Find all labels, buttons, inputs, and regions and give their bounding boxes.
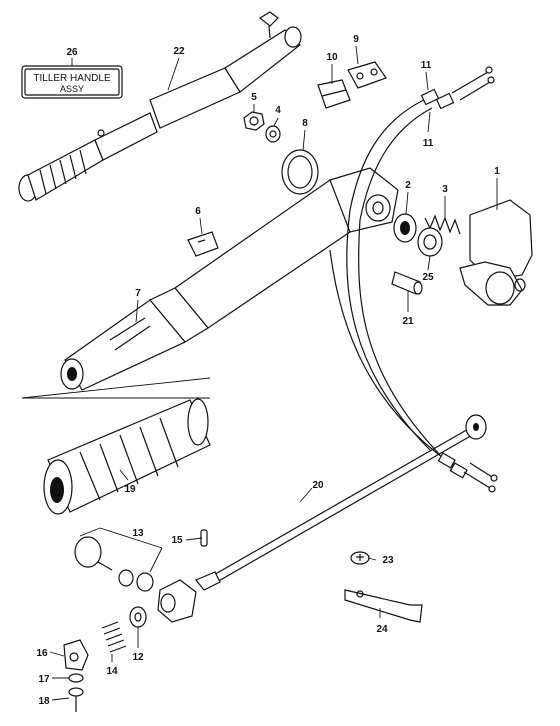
knurled-grip-end (18, 139, 104, 202)
label-11-bottom: 11 (423, 138, 434, 149)
part-number-labels: 26 22 5 4 8 10 9 11 11 1 2 3 6 7 25 21 1… (36, 34, 500, 707)
part-9-pad (347, 61, 387, 89)
tiller-arm-body (60, 167, 399, 391)
label-8: 8 (302, 118, 308, 129)
part-5-nut (243, 111, 265, 131)
part-21-pin (391, 271, 423, 295)
part-24-bracket (344, 589, 423, 623)
label-26: 26 (66, 47, 78, 58)
leader-lines (49, 45, 498, 701)
tag-title-line2: ASSY (60, 84, 84, 94)
label-7: 7 (135, 288, 141, 299)
part-14-spring (101, 621, 127, 653)
part-25-washer (417, 227, 443, 257)
part-4-washer (265, 125, 281, 143)
label-21: 21 (402, 316, 414, 327)
label-3: 3 (442, 184, 448, 195)
part-16-joint (63, 639, 89, 671)
part-11-throttle-cables (329, 66, 498, 493)
part-17-washer (68, 673, 84, 683)
part-23-screw (350, 551, 370, 565)
label-25: 25 (422, 272, 434, 283)
label-4: 4 (275, 105, 281, 116)
label-18: 18 (38, 696, 50, 707)
part-3-spring (424, 214, 461, 235)
label-9: 9 (353, 34, 359, 45)
part-13-bracket-set (74, 527, 163, 592)
label-19: 19 (124, 484, 136, 495)
label-10: 10 (326, 52, 338, 63)
part-26-tag: TILLER HANDLE ASSY (21, 58, 123, 99)
part-13-block (157, 579, 197, 623)
tag-title-line1: TILLER HANDLE (33, 73, 111, 84)
label-12: 12 (132, 652, 144, 663)
label-16: 16 (36, 648, 48, 659)
part-22-throttle-shaft (18, 11, 302, 202)
label-22: 22 (173, 46, 185, 57)
assembly-guide-lines (21, 377, 211, 399)
label-2: 2 (405, 180, 411, 191)
part-1-housing (459, 199, 533, 306)
part-2-bushing (393, 213, 417, 243)
part-12-collar (129, 606, 147, 628)
part-20-link-rod (195, 414, 487, 591)
label-14: 14 (106, 666, 118, 677)
label-11-top: 11 (421, 60, 432, 71)
label-13: 13 (132, 528, 144, 539)
part-8-ring (281, 149, 319, 195)
label-24: 24 (376, 624, 388, 635)
part-6-clip (187, 231, 219, 257)
label-6: 6 (195, 206, 201, 217)
label-20: 20 (312, 480, 324, 491)
label-1: 1 (494, 166, 500, 177)
part-18-screw (68, 687, 84, 712)
label-23: 23 (382, 555, 394, 566)
label-15: 15 (171, 535, 183, 546)
part-19-handle-grip (43, 398, 211, 515)
label-17: 17 (38, 674, 50, 685)
label-5: 5 (251, 92, 257, 103)
part-10-pad (317, 79, 351, 109)
